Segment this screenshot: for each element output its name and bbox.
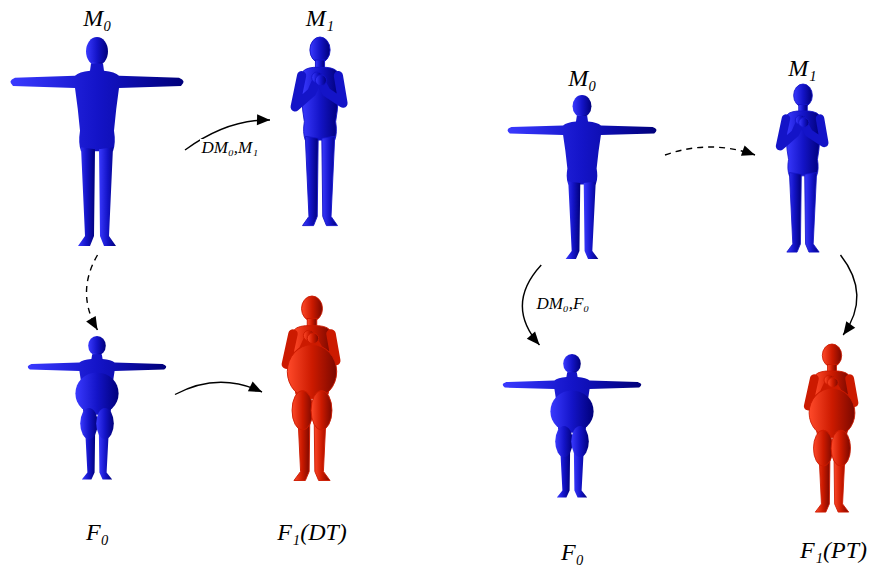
mesh-figure (286, 296, 336, 481)
mesh-label: M₁ (786, 55, 818, 81)
mesh-label: F₁(DT) (275, 519, 349, 545)
mesh-figure (28, 336, 167, 480)
mesh-label: F₀ (84, 519, 111, 545)
mesh-label: F₀ (559, 539, 586, 565)
edge-label: DM₀,M₁ (200, 139, 261, 158)
arrow-line (87, 255, 98, 330)
mesh-node: F₁(DT) (262, 290, 362, 545)
mesh-figure (780, 84, 824, 252)
mesh-node: F₀ (490, 345, 655, 565)
transfer-arrow (665, 145, 755, 155)
mesh-node: M₀ (500, 65, 665, 265)
mesh-figure (503, 354, 642, 498)
arrow-line (665, 147, 755, 155)
arrow-head (86, 316, 97, 330)
arrow-head (843, 321, 855, 335)
mesh-node: F₀ (20, 330, 175, 545)
mesh-label: M₀ (566, 65, 598, 91)
mesh-figure (295, 37, 343, 226)
mesh-node: M₁ (270, 5, 370, 235)
arrow-line (175, 382, 262, 394)
transfer-arrow (841, 255, 857, 335)
arrow-head (527, 332, 540, 345)
transfer-arrow (175, 381, 262, 394)
edge-label: DM₀,F₀ (534, 295, 591, 314)
mesh-figure (508, 95, 657, 259)
mesh-label: M₀ (81, 5, 113, 31)
mesh-node: M₀ (10, 5, 185, 255)
mesh-label: F₁(PT) (798, 537, 869, 563)
mesh-label: M₁ (304, 5, 336, 31)
mesh-figure (10, 37, 183, 246)
arrow-line (841, 255, 857, 335)
arrow-head (741, 145, 755, 155)
transfer-arrow (86, 255, 97, 330)
mesh-figure (808, 344, 855, 512)
mesh-node: F₁(PT) (785, 335, 882, 563)
arrow-head (257, 114, 270, 125)
mesh-node: M₁ (755, 55, 850, 255)
arrow-head (248, 381, 262, 392)
